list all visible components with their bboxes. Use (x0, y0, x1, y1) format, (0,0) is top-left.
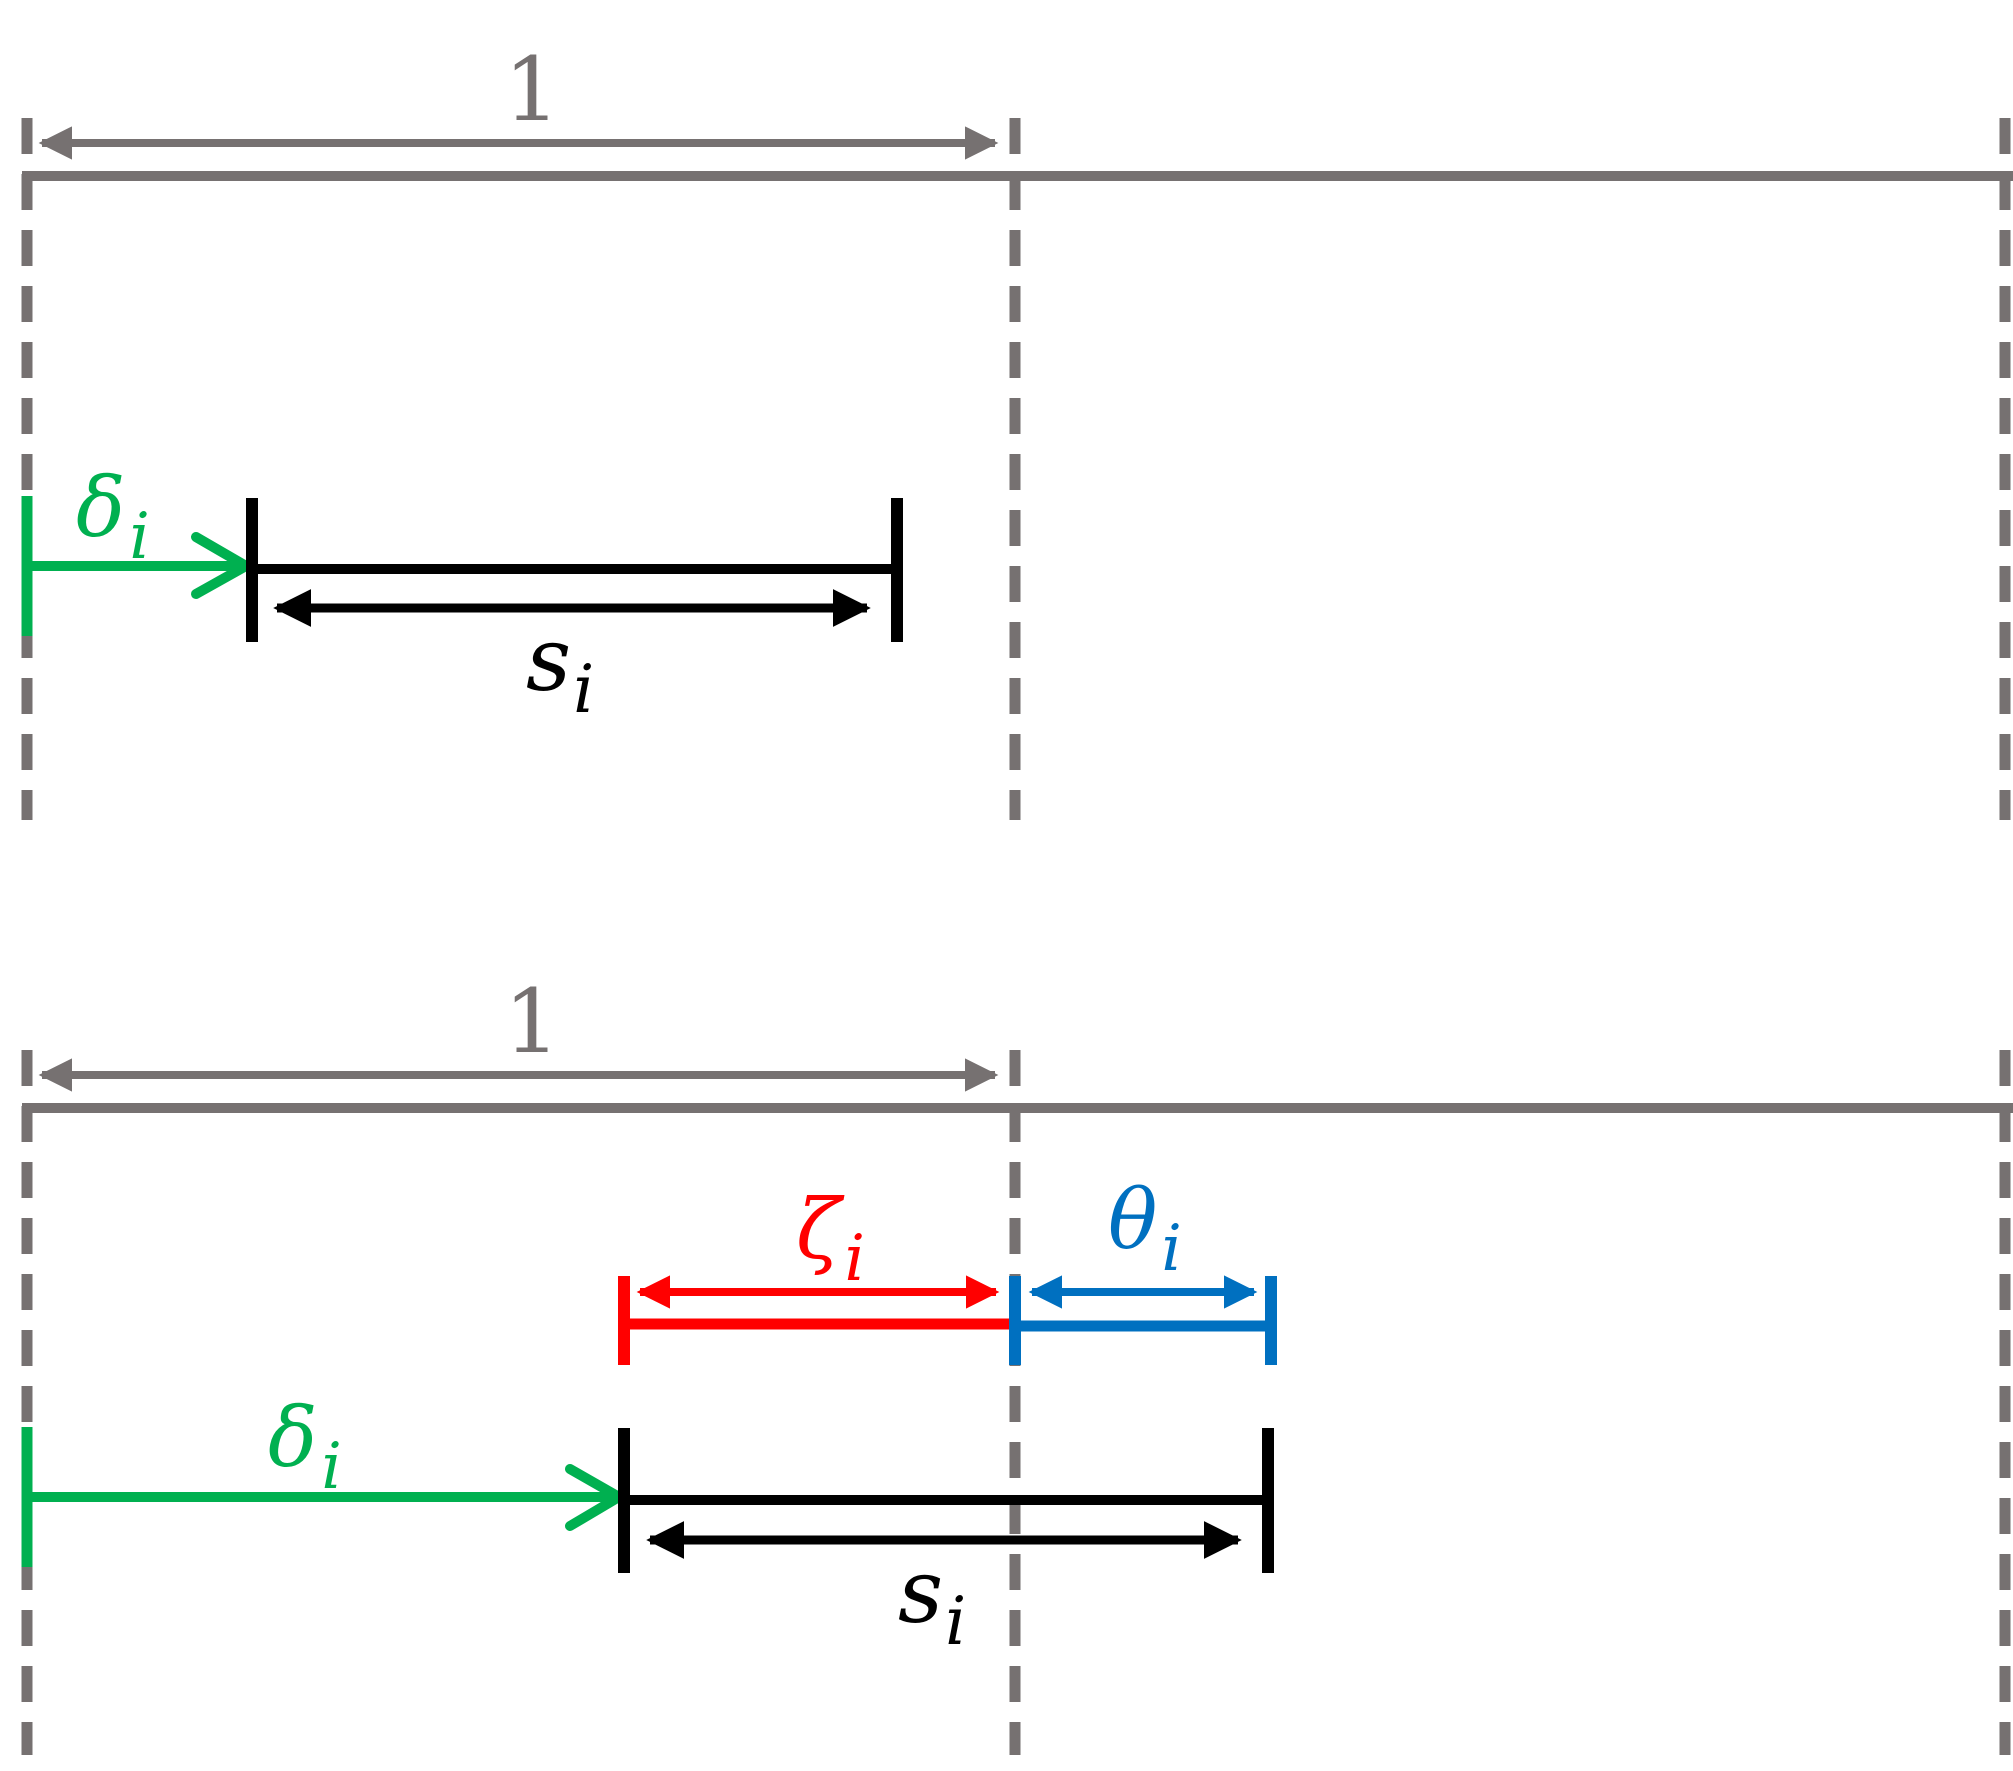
panel-bottom: 1 ζi θi δi si (21, 970, 2013, 1755)
unit-label: 1 (504, 970, 560, 1073)
segment-length-label: si (898, 1540, 966, 1660)
zeta-label: ζi (796, 1183, 865, 1296)
theta-label: θi (1108, 1173, 1182, 1286)
offset-label: δi (76, 461, 150, 574)
segment-length-label: si (526, 608, 594, 728)
unit-label: 1 (504, 38, 560, 141)
offset-label: δi (268, 1391, 342, 1504)
panel-top: 1 δi si (21, 38, 2013, 820)
